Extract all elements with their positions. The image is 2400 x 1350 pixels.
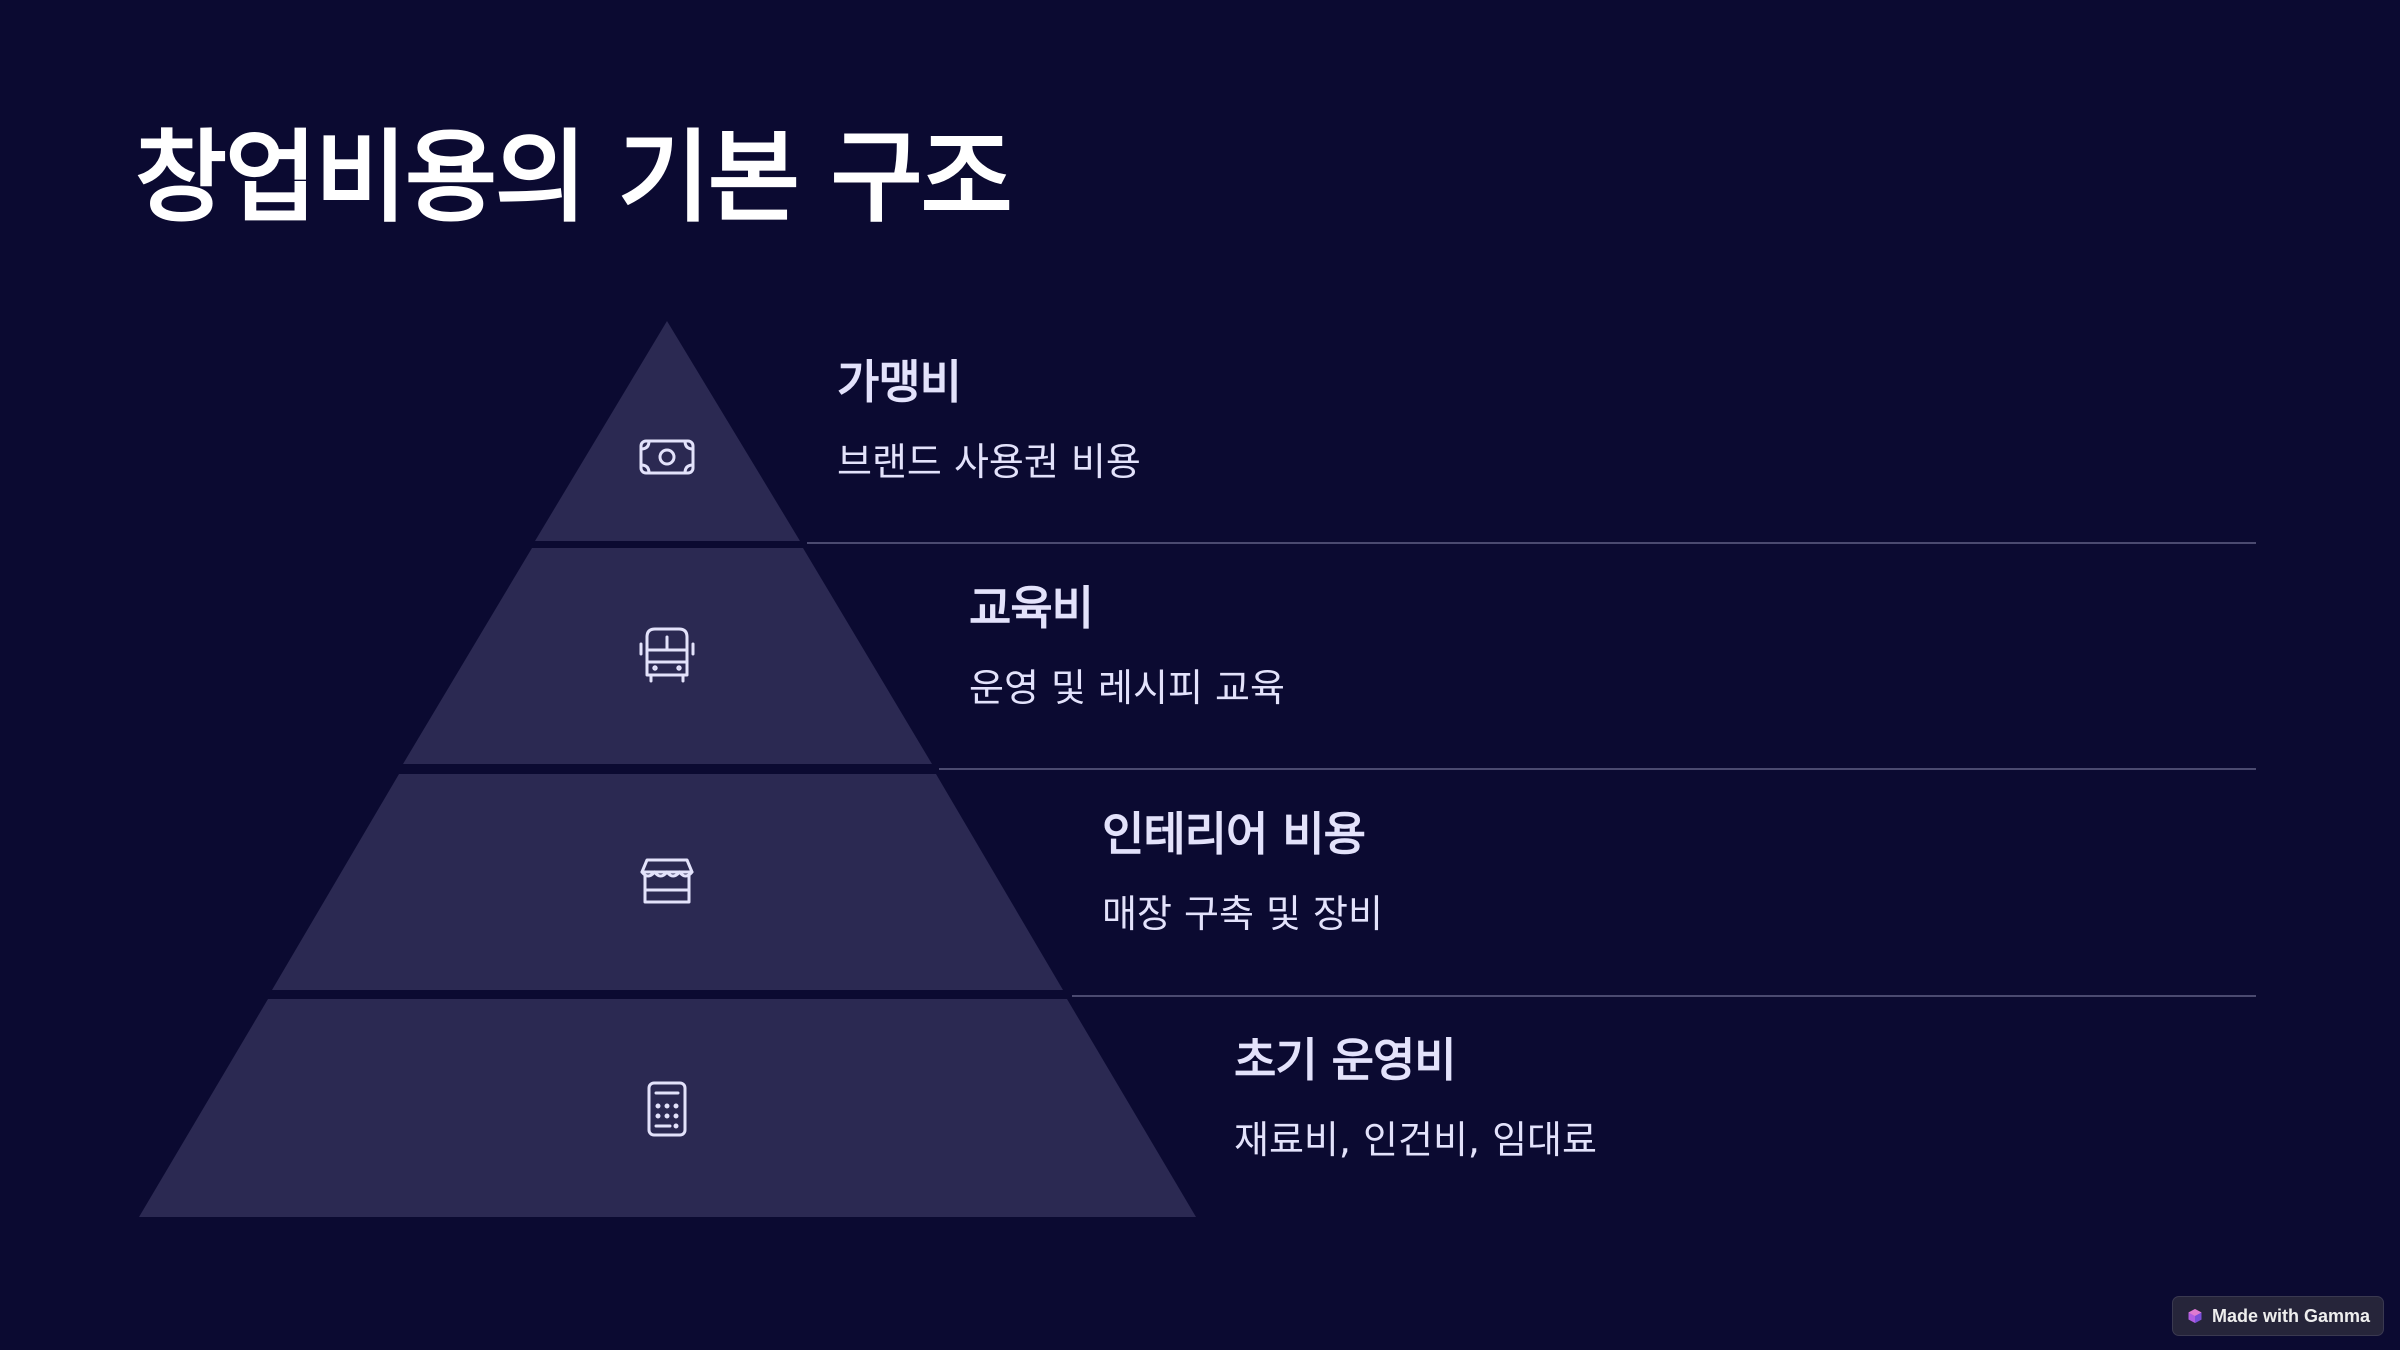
pyramid-segment-1 bbox=[535, 321, 800, 541]
level-title: 교육비 bbox=[969, 581, 1094, 635]
pyramid-level-4: 초기 운영비 재료비, 인건비, 임대료 bbox=[1234, 1033, 1597, 1164]
level-description: 재료비, 인건비, 임대료 bbox=[1234, 1118, 1597, 1163]
pyramid-level-1: 가맹비 브랜드 사용권 비용 bbox=[837, 355, 1141, 486]
level-description: 브랜드 사용권 비용 bbox=[837, 440, 1141, 485]
pyramid-segment-3 bbox=[272, 774, 1063, 990]
level-title: 인테리어 비용 bbox=[1102, 807, 1366, 861]
gamma-logo-icon bbox=[2188, 1309, 2202, 1323]
calculator-icon bbox=[647, 1081, 687, 1137]
store-icon bbox=[640, 858, 694, 904]
banknote-icon bbox=[639, 439, 695, 475]
level-title: 가맹비 bbox=[837, 355, 962, 409]
slide-title: 창업비용의 기본 구조 bbox=[135, 119, 1013, 236]
level-title: 초기 운영비 bbox=[1234, 1033, 1457, 1087]
made-with-gamma-badge[interactable]: Made with Gamma bbox=[2172, 1296, 2384, 1336]
level-description: 매장 구축 및 장비 bbox=[1102, 892, 1383, 937]
pyramid-segment-2 bbox=[403, 548, 932, 764]
level-description: 운영 및 레시피 교육 bbox=[969, 666, 1285, 711]
pyramid-level-3: 인테리어 비용 매장 구축 및 장비 bbox=[1102, 807, 1383, 938]
pyramid-level-2: 교육비 운영 및 레시피 교육 bbox=[969, 581, 1285, 712]
bus-icon bbox=[639, 627, 695, 683]
badge-label: Made with Gamma bbox=[2212, 1305, 2371, 1326]
